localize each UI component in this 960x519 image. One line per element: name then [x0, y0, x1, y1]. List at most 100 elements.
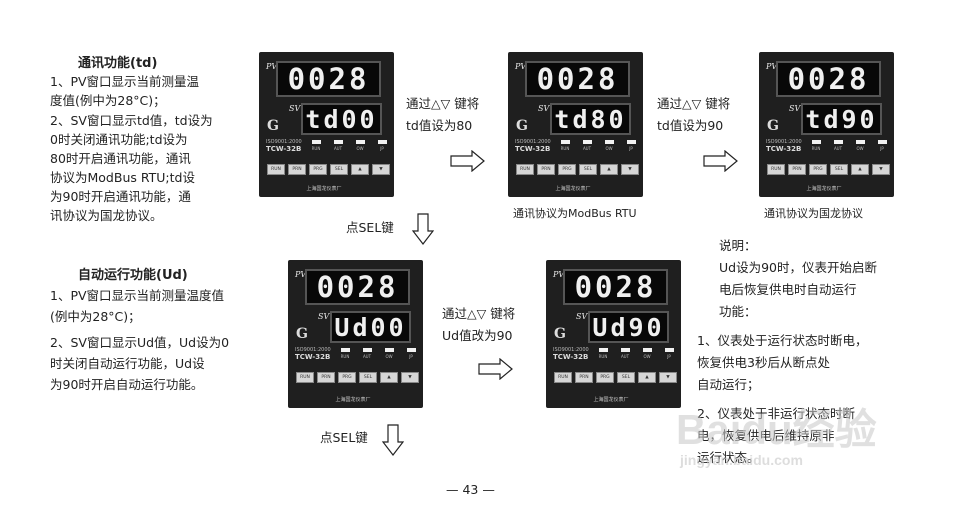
model-label: TCW-32B — [295, 353, 331, 361]
status-led: OW — [349, 140, 371, 151]
led-label: JP — [880, 146, 884, 151]
panel-key-button[interactable]: SEL — [330, 164, 348, 175]
status-led: AUT — [576, 140, 598, 151]
sv-label: SV — [289, 104, 301, 113]
panel-key-button[interactable]: SEL — [359, 372, 377, 383]
panel-key-button[interactable]: PRN — [288, 164, 306, 175]
panel-key-button[interactable]: RUN — [267, 164, 285, 175]
watermark-logo: Baidu经验 — [676, 406, 877, 453]
section2-title: 自动运行功能(Ud) — [78, 268, 188, 283]
controller-panel: PV 0028 SV td00 G ISO9001:2000 TCW-32B R… — [259, 52, 394, 197]
pv-display: 0028 — [776, 61, 881, 97]
panel-key-button[interactable]: SEL — [830, 164, 848, 175]
brand-logo-icon: G — [267, 118, 279, 134]
caption-modbus: 通讯协议为ModBus RTU — [513, 207, 637, 220]
model-label: TCW-32B — [515, 145, 551, 153]
panel-key-button[interactable]: PRN — [537, 164, 555, 175]
instruction-td90: 通过△▽ 键将 td值设为90 — [657, 96, 731, 133]
status-led: AUT — [614, 348, 636, 359]
sel-key-label-2: 点SEL键 — [320, 430, 368, 445]
panel-key-button[interactable]: PRG — [558, 164, 576, 175]
instruction-td80: 通过△▽ 键将 td值设为80 — [406, 96, 480, 133]
arrow-right-icon — [478, 358, 513, 380]
section2-item-1: 1、PV窗口显示当前测量温度值 (例中为28°C)； — [50, 288, 225, 324]
panel-key-button[interactable]: RUN — [516, 164, 534, 175]
status-led: RUN — [592, 348, 614, 359]
panel-key-button[interactable]: PRG — [596, 372, 614, 383]
panel-key-button[interactable]: ▼ — [872, 164, 890, 175]
note-item-2: 2、仪表处于非运行状态时断 电，恢复供电后维持原非 运行状态。 — [697, 406, 855, 465]
pv-display: 0028 — [276, 61, 381, 97]
panel-key-button[interactable]: ▼ — [372, 164, 390, 175]
led-label: OW — [856, 146, 864, 151]
sv-display: Ud00 — [330, 311, 411, 343]
panel-key-button[interactable]: PRN — [575, 372, 593, 383]
led-label: JP — [409, 354, 413, 359]
status-led: JP — [871, 140, 893, 151]
maker-label: 上海国龙仪表厂 — [306, 186, 342, 192]
arrow-down-icon — [412, 213, 434, 245]
section1-title: 通讯功能(td) — [78, 56, 158, 71]
panel-key-button[interactable]: ▲ — [351, 164, 369, 175]
panel-key-button[interactable]: ▲ — [638, 372, 656, 383]
status-led: OW — [598, 140, 620, 151]
led-label: RUN — [811, 146, 821, 151]
panel-key-button[interactable]: PRG — [338, 372, 356, 383]
panel-key-button[interactable]: RUN — [767, 164, 785, 175]
led-label: AUT — [333, 146, 343, 151]
iso-label: ISO9001:2000 — [266, 139, 302, 145]
pv-display: 0028 — [525, 61, 630, 97]
status-led: RUN — [554, 140, 576, 151]
status-led: OW — [849, 140, 871, 151]
panel-key-button[interactable]: ▲ — [600, 164, 618, 175]
panel-key-button[interactable]: RUN — [554, 372, 572, 383]
panel-key-button[interactable]: PRG — [309, 164, 327, 175]
status-led: JP — [371, 140, 393, 151]
arrow-down-icon — [382, 424, 404, 456]
section1-item-1: 1、PV窗口显示当前测量温 度值(例中为28°C)； — [50, 74, 200, 108]
led-label: RUN — [311, 146, 321, 151]
sv-display: td80 — [550, 103, 631, 135]
led-label: JP — [629, 146, 633, 151]
model-label: TCW-32B — [553, 353, 589, 361]
sv-display: Ud90 — [588, 311, 669, 343]
iso-label: ISO9001:2000 — [553, 347, 589, 353]
pv-label: PV — [553, 270, 565, 279]
panel-key-button[interactable]: PRN — [317, 372, 335, 383]
status-led: RUN — [305, 140, 327, 151]
sv-label: SV — [318, 312, 330, 321]
controller-panel: PV 0028 SV td80 G ISO9001:2000 TCW-32B R… — [508, 52, 643, 197]
status-led: OW — [378, 348, 400, 359]
status-led: RUN — [334, 348, 356, 359]
panel-key-button[interactable]: SEL — [617, 372, 635, 383]
controller-panel: PV 0028 SV Ud90 G ISO9001:2000 TCW-32B R… — [546, 260, 681, 408]
panel-key-button[interactable]: ▼ — [401, 372, 419, 383]
panel-key-button[interactable]: PRG — [809, 164, 827, 175]
maker-label: 上海国龙仪表厂 — [335, 397, 371, 403]
section1-item-2: 2、SV窗口显示td值，td设为 0时关闭通讯功能;td设为 80时开启通讯功能… — [50, 113, 213, 223]
status-led: AUT — [327, 140, 349, 151]
note-body: Ud设为90时，仪表开始启断 电后恢复供电时自动运行 功能： — [719, 260, 877, 319]
iso-label: ISO9001:2000 — [766, 139, 802, 145]
panel-key-button[interactable]: ▼ — [621, 164, 639, 175]
sv-display: td90 — [801, 103, 882, 135]
panel-key-button[interactable]: ▲ — [380, 372, 398, 383]
sv-label: SV — [576, 312, 588, 321]
panel-key-button[interactable]: ▲ — [851, 164, 869, 175]
iso-label: ISO9001:2000 — [295, 347, 331, 353]
note-title: 说明： — [719, 238, 757, 253]
led-label: OW — [605, 146, 613, 151]
sv-display: td00 — [301, 103, 382, 135]
panel-key-button[interactable]: SEL — [579, 164, 597, 175]
panel-key-button[interactable]: PRN — [788, 164, 806, 175]
panel-key-button[interactable]: ▼ — [659, 372, 677, 383]
panel-key-button[interactable]: RUN — [296, 372, 314, 383]
pv-display: 0028 — [305, 269, 410, 305]
